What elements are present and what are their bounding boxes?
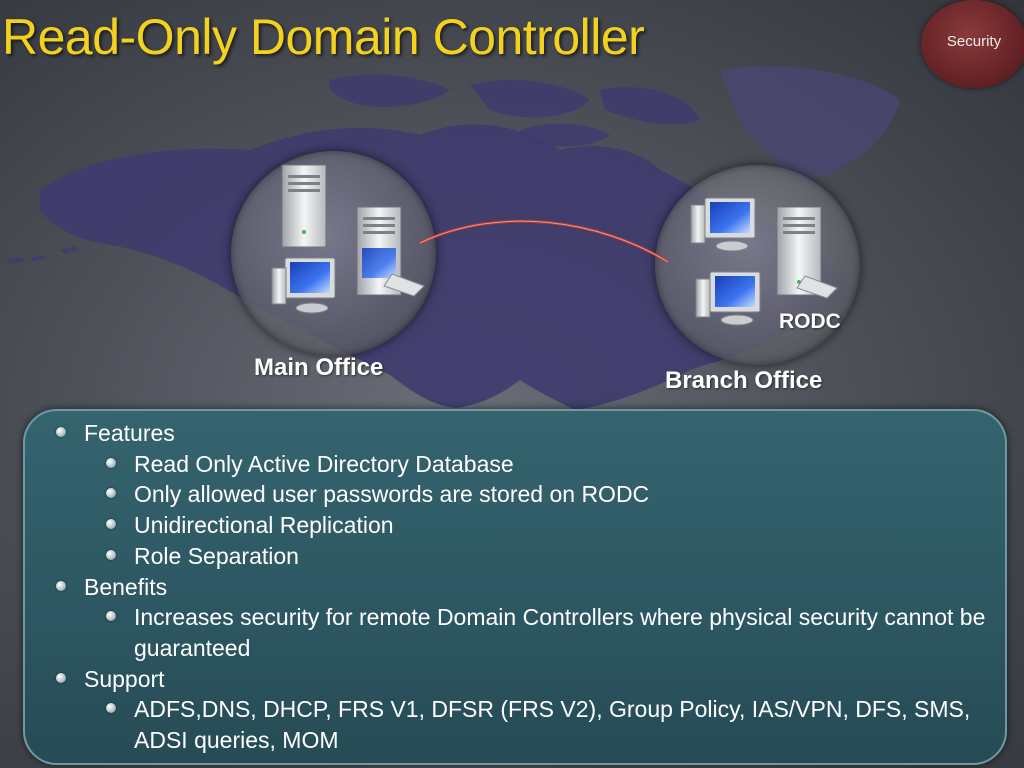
content-panel xyxy=(23,409,1007,765)
sub-bullet: Role Separation xyxy=(50,541,990,572)
slide-title: Read-Only Domain Controller xyxy=(2,9,645,65)
bullet-icon xyxy=(106,549,116,560)
main-office-circle xyxy=(231,151,436,356)
main-office-label: Main Office xyxy=(254,354,384,381)
bullet-icon xyxy=(106,519,116,530)
bullet-text: Support xyxy=(84,665,165,692)
map-aleutians xyxy=(5,246,79,264)
bullet-icon xyxy=(106,457,116,468)
bullet-features: Features xyxy=(50,418,990,449)
map-islands xyxy=(329,74,700,147)
sub-bullet: Unidirectional Replication xyxy=(50,510,990,541)
bullet-icon xyxy=(106,488,116,499)
bullet-text: Read Only Active Directory Database xyxy=(134,450,514,477)
map-greenland xyxy=(720,66,900,180)
bullet-icon xyxy=(106,703,116,714)
map-landmass xyxy=(40,124,850,411)
bullet-text: Features xyxy=(84,420,175,446)
branch-workstation-1-icon xyxy=(690,197,756,252)
main-workstation-icon xyxy=(271,257,336,314)
bullet-icon xyxy=(56,427,66,437)
rodc-server-icon xyxy=(776,206,838,299)
branch-workstation-2-icon xyxy=(695,271,761,326)
sub-bullet: Only allowed user passwords are stored o… xyxy=(50,479,990,510)
network-diagram xyxy=(271,164,838,326)
bullet-text: Only allowed user passwords are stored o… xyxy=(134,481,650,508)
bullet-list: Features Read Only Active Directory Data… xyxy=(50,418,990,756)
bullet-support: Support xyxy=(50,664,990,695)
bullet-icon xyxy=(56,672,66,683)
sub-bullet: Increases security for remote Domain Con… xyxy=(50,602,990,663)
replication-arc xyxy=(419,219,669,264)
bullet-benefits: Benefits xyxy=(50,572,990,603)
bullet-text: Role Separation xyxy=(134,542,299,569)
bullet-text: ADFS,DNS, DHCP, FRS V1, DFSR (FRS V2), G… xyxy=(134,696,971,754)
branch-office-label: Branch Office xyxy=(665,367,823,394)
sub-bullet: Read Only Active Directory Database xyxy=(50,449,990,480)
bullet-text: Unidirectional Replication xyxy=(134,512,394,539)
bullet-icon xyxy=(106,611,116,622)
bullet-text: Benefits xyxy=(84,573,168,600)
main-server-1-icon xyxy=(281,164,327,248)
branch-office-circle xyxy=(655,165,860,365)
sub-bullet: ADFS,DNS, DHCP, FRS V1, DFSR (FRS V2), G… xyxy=(50,694,990,755)
main-server-2-icon xyxy=(356,206,425,297)
security-badge-label: Security xyxy=(946,33,1002,50)
bullet-text: Increases security for remote Domain Con… xyxy=(134,604,986,661)
bullet-icon xyxy=(56,580,66,591)
rodc-label: RODC xyxy=(779,310,841,333)
security-badge: Security xyxy=(921,0,1024,88)
